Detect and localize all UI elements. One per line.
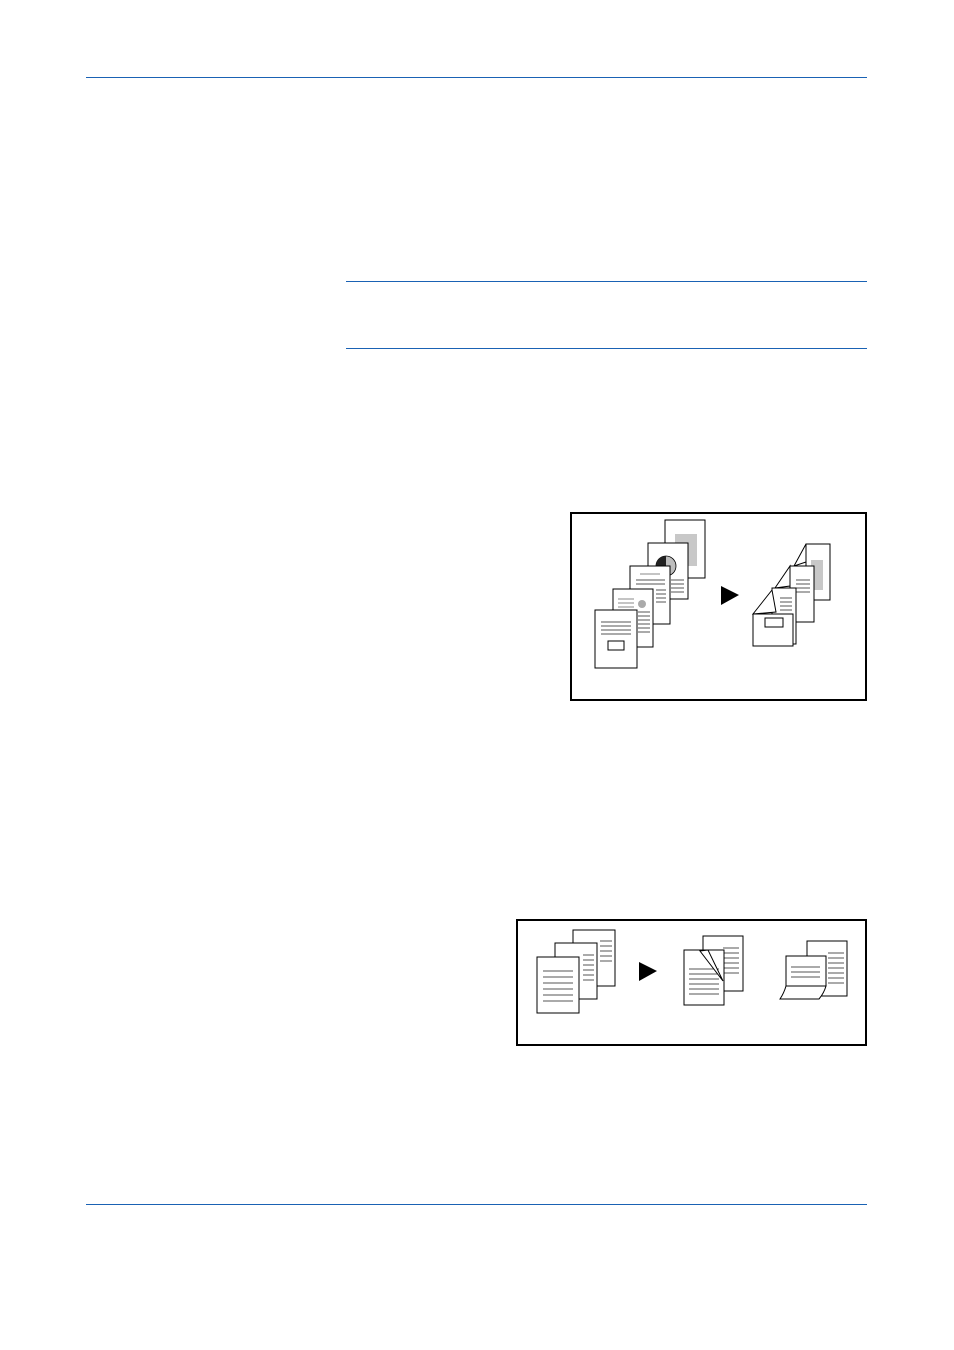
- curled-output-page: [779, 940, 848, 1000]
- figure-mixed-originals: [570, 512, 867, 701]
- note-top-rule: [346, 281, 867, 282]
- original-stack: [536, 929, 616, 1014]
- mixed-originals-illustration: [594, 519, 831, 669]
- duplex-output-page: [683, 935, 744, 1006]
- note-bottom-rule: [346, 348, 867, 349]
- right-triangle-arrow-icon: [639, 962, 657, 981]
- right-triangle-arrow-icon: [721, 586, 739, 605]
- header-rule: [86, 77, 867, 78]
- duplex-output-stack: [751, 543, 831, 647]
- single-sided-originals-illustration: [536, 929, 848, 1014]
- figure-single-sided-originals: [516, 919, 867, 1046]
- footer-rule: [86, 1204, 867, 1205]
- original-sheet-1: [594, 609, 638, 669]
